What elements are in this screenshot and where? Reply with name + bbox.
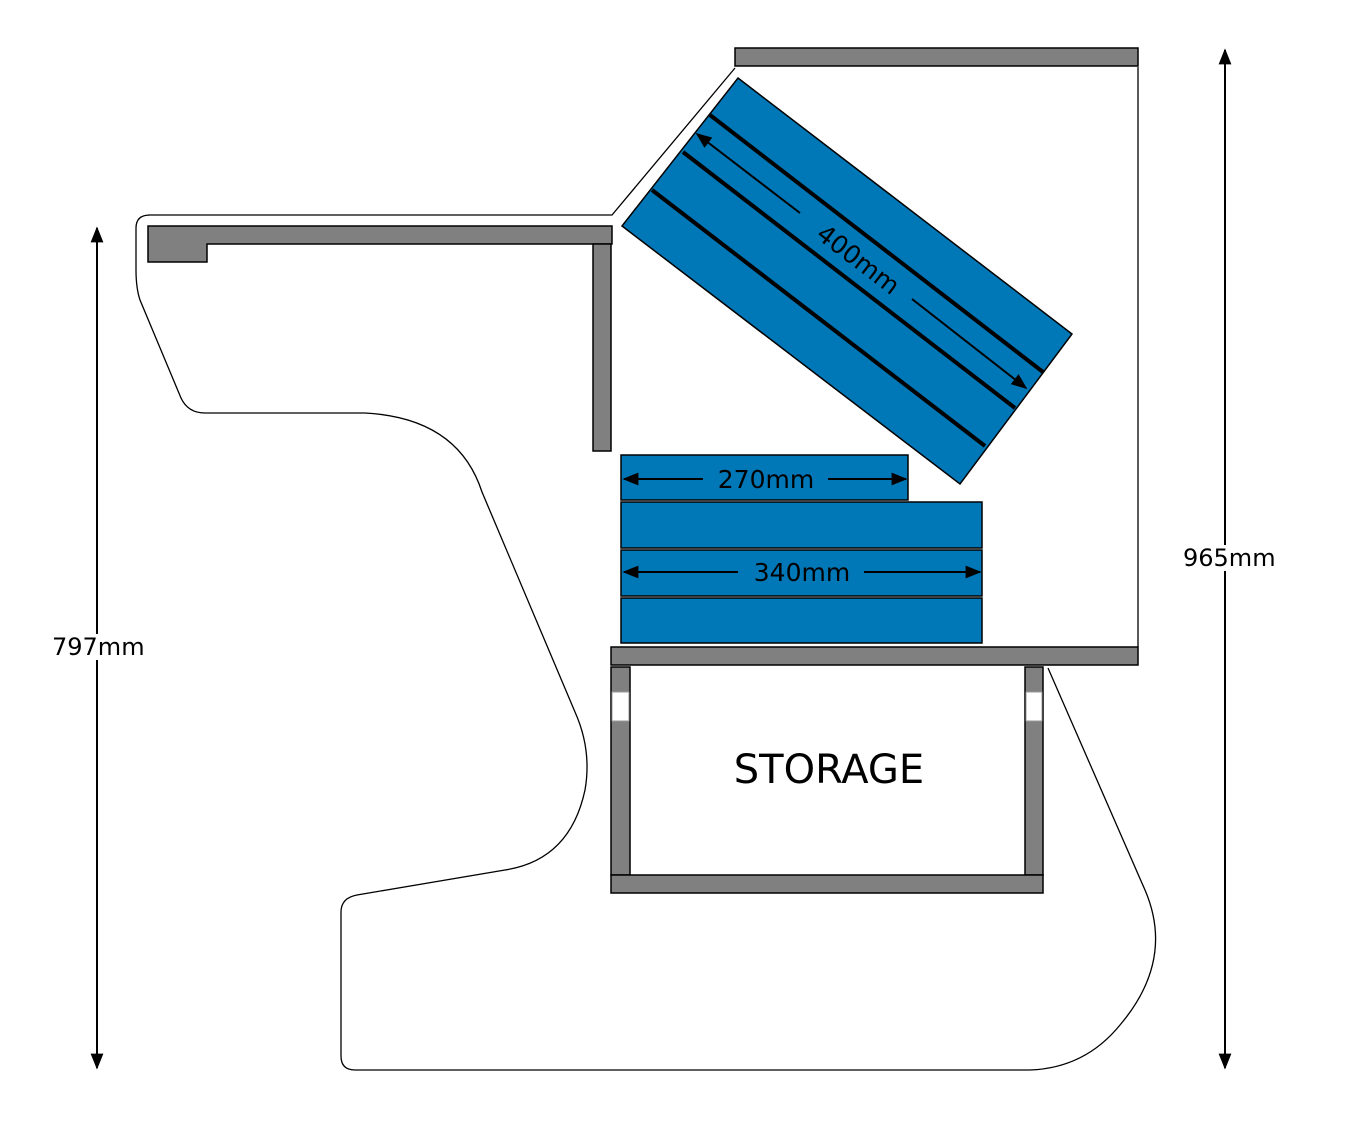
desk-top: [147, 225, 613, 263]
board-340-bottom: [620, 597, 983, 644]
dimension-label-965: 965mm: [1183, 544, 1276, 572]
board-divider: [708, 113, 1045, 374]
storage-right-hinge: [1025, 691, 1043, 722]
board-divider: [650, 188, 987, 448]
top-shelf: [734, 47, 1139, 67]
board-270: [620, 454, 909, 501]
storage-left-hinge: [611, 691, 630, 722]
angled-board-stack: 400mm: [620, 76, 1074, 486]
dimension-label-270: 270mm: [718, 465, 814, 494]
board-340-top: [620, 501, 983, 549]
middle-shelf: [610, 646, 1139, 666]
dimension-arrow-400: [911, 298, 1028, 389]
dimension-label-340: 340mm: [754, 558, 850, 587]
desk-side-panel: [592, 243, 612, 452]
dimension-arrow-400: [695, 133, 801, 214]
board-divider: [681, 150, 1017, 410]
storage-bottom: [610, 874, 1044, 894]
storage-label: STORAGE: [734, 747, 924, 793]
cabinet-outline: [135, 67, 1157, 1071]
dimension-label-797: 797mm: [52, 633, 145, 661]
angled-boards: [620, 76, 1074, 486]
